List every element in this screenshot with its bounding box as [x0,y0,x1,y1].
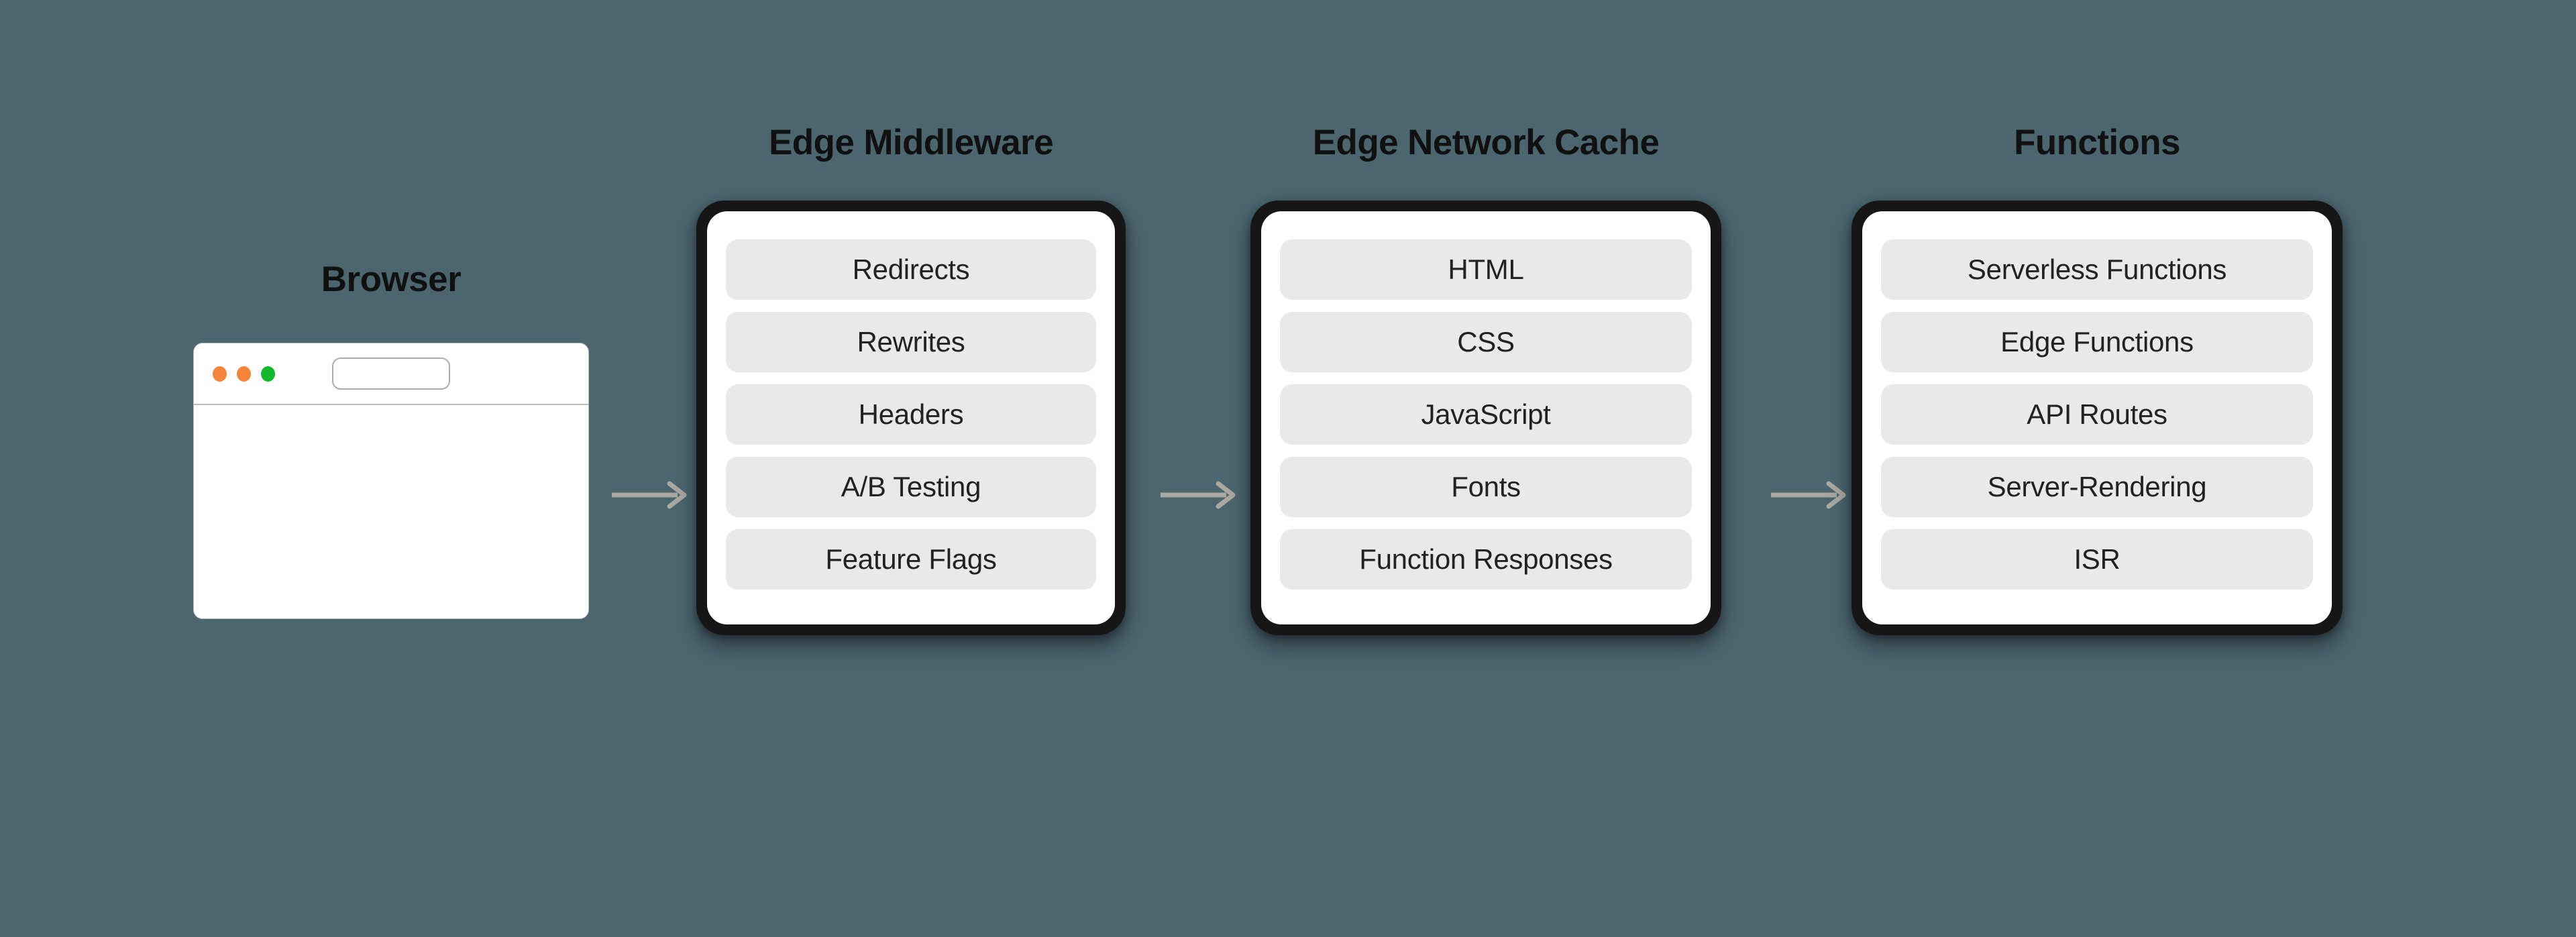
browser-viewport [194,405,588,618]
list-item[interactable]: Serverless Functions [1881,239,2313,300]
stage-title-cache: Edge Network Cache [1312,123,1660,162]
stage-edge-network-cache: Edge Network Cache HTML CSS JavaScript F… [1250,125,1721,635]
card-inner-cache: HTML CSS JavaScript Fonts Function Respo… [1261,211,1711,624]
list-item[interactable]: ISR [1881,529,2313,590]
browser-title: Browser [321,260,462,299]
url-bar[interactable] [332,357,450,390]
browser-stage: Browser [190,262,592,619]
list-item[interactable]: CSS [1280,312,1692,372]
list-item[interactable]: Feature Flags [726,529,1096,590]
list-item[interactable]: Function Responses [1280,529,1692,590]
red-dot-icon [213,366,227,382]
list-item[interactable]: HTML [1280,239,1692,300]
list-item[interactable]: Edge Functions [1881,312,2313,372]
list-item[interactable]: Redirects [726,239,1096,300]
yellow-dot-icon [237,366,251,382]
stage-edge-middleware: Edge Middleware Redirects Rewrites Heade… [696,125,1126,635]
arrow-browser-to-middleware [610,480,690,510]
stage-title-middleware: Edge Middleware [769,123,1054,162]
stage-title-functions: Functions [2014,123,2180,162]
list-item[interactable]: Fonts [1280,457,1692,517]
list-item[interactable]: JavaScript [1280,384,1692,445]
browser-window-mockup [193,343,589,619]
list-item[interactable]: Headers [726,384,1096,445]
list-item[interactable]: Rewrites [726,312,1096,372]
browser-chrome-bar [194,343,588,405]
traffic-light-dots [213,366,275,382]
list-item[interactable]: A/B Testing [726,457,1096,517]
arrow-cache-to-functions [1770,480,1849,510]
arrow-middleware-to-cache [1159,480,1238,510]
green-dot-icon [261,366,275,382]
list-item[interactable]: Server-Rendering [1881,457,2313,517]
card-frame-middleware: Redirects Rewrites Headers A/B Testing F… [696,201,1126,635]
card-frame-cache: HTML CSS JavaScript Fonts Function Respo… [1250,201,1721,635]
card-frame-functions: Serverless Functions Edge Functions API … [1851,201,2343,635]
list-item[interactable]: API Routes [1881,384,2313,445]
card-inner-middleware: Redirects Rewrites Headers A/B Testing F… [707,211,1115,624]
card-inner-functions: Serverless Functions Edge Functions API … [1862,211,2332,624]
stage-functions: Functions Serverless Functions Edge Func… [1851,125,2343,635]
